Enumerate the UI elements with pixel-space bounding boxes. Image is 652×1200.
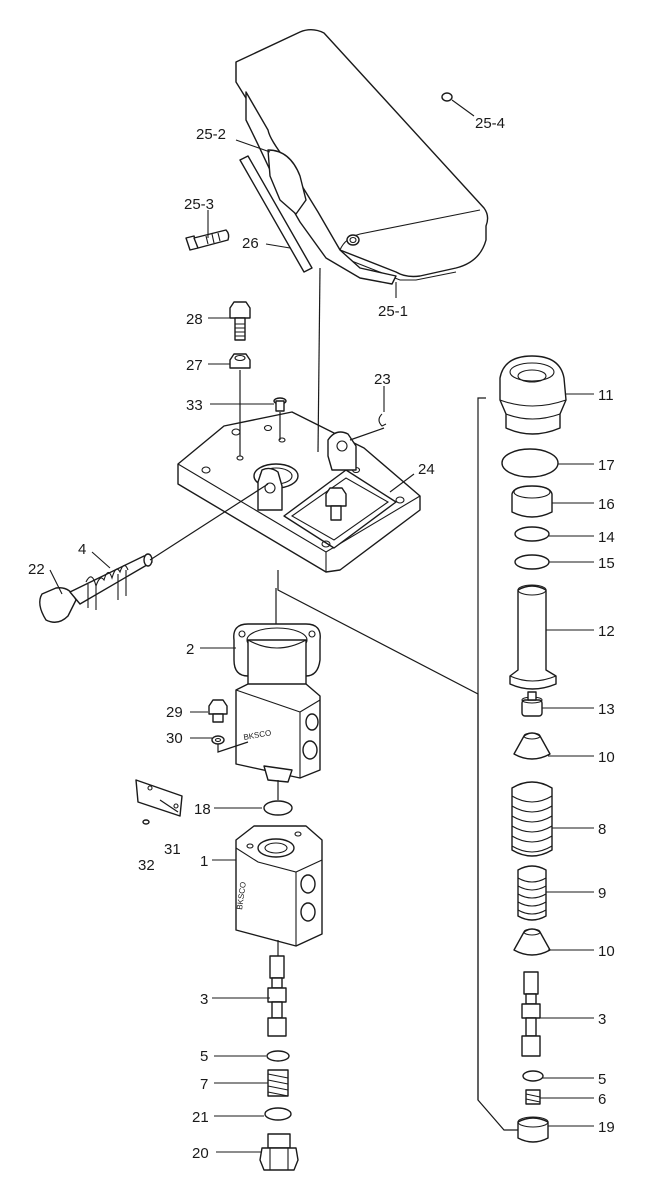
o-ring-14	[514, 526, 550, 542]
callout-32: 32	[138, 857, 155, 874]
pin-33	[273, 397, 287, 412]
callout-19: 19	[598, 1119, 615, 1136]
seat-10-bottom	[513, 928, 551, 956]
callout-15: 15	[598, 555, 615, 572]
callout-12: 12	[598, 623, 615, 640]
callout-22: 22	[28, 561, 45, 578]
callout-labels: 25-4 25-2 25-3 26 25-1 28 27 33 23 24 4 …	[28, 115, 615, 1162]
callout-27: 27	[186, 357, 203, 374]
body-stamp-lower: BKSCO	[235, 881, 248, 910]
pedal-25-1	[235, 29, 489, 285]
callout-9: 9	[598, 885, 606, 902]
callout-21: 21	[192, 1109, 209, 1126]
leader-lines	[49, 99, 594, 1153]
callout-28: 28	[186, 311, 203, 328]
base-plate-24	[177, 411, 421, 573]
nut-27	[229, 353, 251, 369]
callout-23: 23	[374, 371, 391, 388]
callout-5-right: 5	[598, 1071, 606, 1088]
callout-10-top: 10	[598, 749, 615, 766]
lower-valve-body-1: BKSCO	[235, 825, 323, 947]
callout-8: 8	[598, 821, 606, 838]
bolt-28	[229, 301, 251, 341]
callout-13: 13	[598, 701, 615, 718]
callout-18: 18	[194, 801, 211, 818]
washer-30	[211, 735, 225, 745]
bolt-29	[208, 699, 228, 723]
strip-26	[239, 155, 313, 273]
callout-1: 1	[200, 853, 208, 870]
callout-25-2: 25-2	[196, 126, 226, 143]
plunger-12	[509, 584, 557, 690]
callout-3-right: 3	[598, 1011, 606, 1028]
callout-3-left: 3	[200, 991, 208, 1008]
o-ring-15	[514, 554, 550, 570]
spring-6	[525, 1089, 541, 1105]
o-ring-18	[263, 800, 293, 816]
pin-32	[142, 819, 150, 825]
shaft-22	[39, 553, 153, 623]
o-ring-17	[501, 448, 559, 478]
callout-2: 2	[186, 641, 194, 658]
callout-16: 16	[598, 496, 615, 513]
upper-valve-body: BKSCO	[235, 683, 321, 783]
washer-5-left	[266, 1050, 290, 1062]
ring-25-4	[441, 92, 453, 102]
callout-33: 33	[186, 397, 203, 414]
callout-5-left: 5	[200, 1048, 208, 1065]
bushing-16	[511, 485, 553, 518]
callout-29: 29	[166, 704, 183, 721]
callout-26: 26	[242, 235, 259, 252]
seat-10-top	[513, 732, 551, 760]
o-ring-21	[264, 1107, 292, 1121]
callout-6: 6	[598, 1091, 606, 1108]
assembly-guides	[149, 267, 518, 1131]
callout-20: 20	[192, 1145, 209, 1162]
callout-4: 4	[78, 541, 86, 558]
cap-11	[499, 355, 567, 435]
cap-19	[517, 1116, 549, 1143]
callout-7: 7	[200, 1076, 208, 1093]
callout-30: 30	[166, 730, 183, 747]
spring-4	[85, 564, 129, 610]
hinge-25-2	[267, 149, 307, 215]
callout-14: 14	[598, 529, 615, 546]
callout-25-1: 25-1	[378, 303, 408, 320]
callout-17: 17	[598, 457, 615, 474]
callout-11: 11	[598, 387, 614, 404]
callout-25-3: 25-3	[184, 196, 214, 213]
callout-25-4: 25-4	[475, 115, 505, 132]
callout-31: 31	[164, 841, 181, 858]
callout-10-bottom: 10	[598, 943, 615, 960]
retainer-13	[521, 691, 543, 717]
plug-20	[259, 1133, 299, 1171]
spring-7	[267, 1069, 289, 1097]
bolt-25-3	[185, 229, 230, 251]
spring-9	[517, 865, 547, 921]
spool-3-left	[267, 955, 287, 1037]
spool-3-right	[521, 971, 541, 1057]
clip-23	[378, 413, 387, 427]
callout-24: 24	[418, 461, 435, 478]
washer-5-right	[522, 1070, 544, 1082]
spring-8	[511, 781, 553, 857]
